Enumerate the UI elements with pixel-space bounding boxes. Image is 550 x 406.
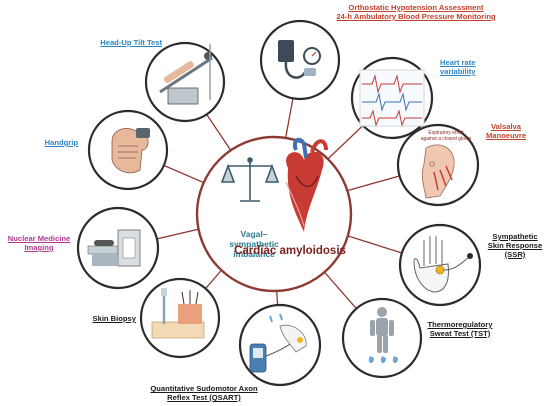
qsart-label-line2: Reflex Test (QSART)	[167, 393, 241, 402]
scale-icon	[220, 157, 280, 202]
hrv-label-line1: Heart rate	[440, 58, 476, 67]
center-subtitle-line3: imbalance	[233, 249, 275, 259]
tilt-circle	[144, 41, 226, 123]
tst-label-line1: Thermoregulatory	[427, 320, 493, 329]
head-up-tilt-text: Head-Up Tilt Test	[100, 38, 162, 47]
ssr-label-line2: Skin Response	[487, 241, 543, 250]
skin-biopsy-text: Skin Biopsy	[92, 314, 136, 323]
nuclear-label-line1: Nuclear Medicine	[7, 234, 71, 243]
tst-label-line2: Sweat Test (TST)	[429, 329, 491, 338]
center-title: Cardiac amyloidosis	[234, 245, 346, 257]
center-hub	[195, 135, 353, 293]
center-subtitle-line1: Vagal–	[240, 229, 268, 239]
handgrip-text: Handgrip	[44, 138, 78, 147]
center-subtitle-line2: sympathetic	[229, 239, 279, 249]
skin-biopsy-icon	[151, 288, 205, 339]
nuclear-label-line2: Imaging	[24, 243, 54, 252]
ssr-label-line1: Sympathetic	[492, 232, 538, 241]
orthostatic-label-line1: Orthostatic Hypotension Assessment	[348, 3, 484, 12]
tst-label: Thermoregulatory Sweat Test (TST)	[418, 320, 502, 338]
heart-icon	[285, 137, 328, 232]
nuclear-label: Nuclear Medicine Imaging	[2, 234, 76, 252]
valsalva-label: Valsalva Manoeuvre	[476, 122, 536, 140]
blood-pressure-monitor-icon	[278, 40, 321, 79]
valsalva-note: Expiratory effort against a closed glott…	[416, 130, 476, 142]
tilt-table-icon	[159, 44, 213, 105]
ecg-icon	[359, 69, 425, 127]
skin-biopsy-label: Skin Biopsy	[60, 314, 136, 323]
valsalva-note-line1: Expiratory effort	[428, 130, 464, 136]
qsart-device-icon	[249, 313, 307, 373]
handgrip-icon	[111, 128, 150, 174]
orthostatic-label: Orthostatic Hypotension Assessment 24-h …	[316, 3, 516, 21]
valsalva-label-line1: Valsalva	[491, 122, 521, 131]
qsart-label: Quantitative Sudomotor Axon Reflex Test …	[140, 384, 268, 402]
ssr-label-line3: (SSR)	[504, 250, 526, 259]
hrv-label: Heart rate variability	[440, 58, 475, 76]
handgrip-label: Handgrip	[22, 138, 78, 147]
sweat-test-body-icon	[368, 307, 398, 364]
valsalva-face-icon	[421, 144, 455, 199]
valsalva-label-line2: Manoeuvre	[485, 131, 527, 140]
bp-circle	[259, 19, 341, 101]
head-up-tilt-label: Head-Up Tilt Test	[70, 38, 162, 47]
center-subtitle: Vagal– sympathetic imbalance	[224, 229, 284, 259]
orthostatic-label-line2: 24-h Ambulatory Blood Pressure Monitorin…	[336, 12, 496, 21]
pet-scanner-icon	[87, 229, 141, 267]
valsalva-note-line2: against a closed glottis	[420, 136, 472, 142]
qsart-label-line1: Quantitative Sudomotor Axon	[150, 384, 258, 393]
ssr-label: Sympathetic Skin Response (SSR)	[482, 232, 548, 259]
hand-electrode-icon	[413, 236, 473, 293]
hrv-label-line2: variability	[440, 67, 476, 76]
